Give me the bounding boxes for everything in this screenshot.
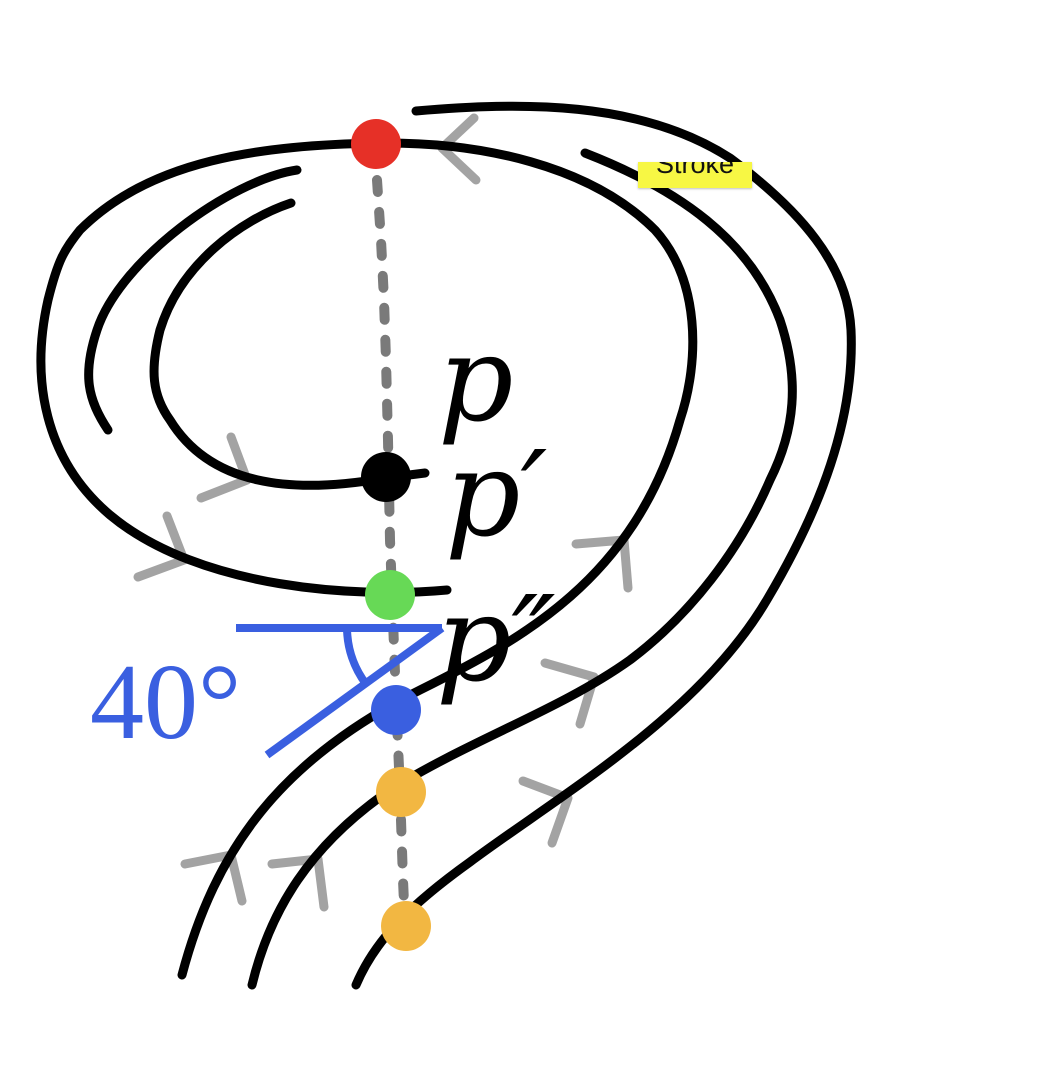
outer-stroke-curve xyxy=(351,101,856,990)
label-p: p xyxy=(438,310,514,448)
main-stroke-curve xyxy=(36,138,698,980)
label-p-double-prime: p″ xyxy=(436,570,556,708)
dashed-guide-line xyxy=(372,175,410,930)
direction-chevron-icon xyxy=(540,658,599,729)
point-p-double-prime xyxy=(371,685,421,735)
point-lower-1 xyxy=(376,767,426,817)
point-top xyxy=(351,119,401,169)
angle-arc xyxy=(343,627,370,687)
angle-direction-line xyxy=(264,624,445,759)
point-p xyxy=(361,452,411,502)
stroke-tag-label: Stroke xyxy=(655,162,735,179)
label-p-prime: p′ xyxy=(445,425,548,563)
middle-stroke-curve xyxy=(247,148,797,990)
point-p-prime xyxy=(365,570,415,620)
stroke-tag: Stroke xyxy=(638,162,752,188)
angle-marker: 40° xyxy=(90,624,445,762)
points xyxy=(351,119,431,951)
inner-arc-curve xyxy=(84,165,302,435)
inner-spiral-curve xyxy=(149,198,430,490)
point-lower-2 xyxy=(381,901,431,951)
angle-label: 40° xyxy=(90,643,241,762)
stroke-curves xyxy=(36,101,856,990)
